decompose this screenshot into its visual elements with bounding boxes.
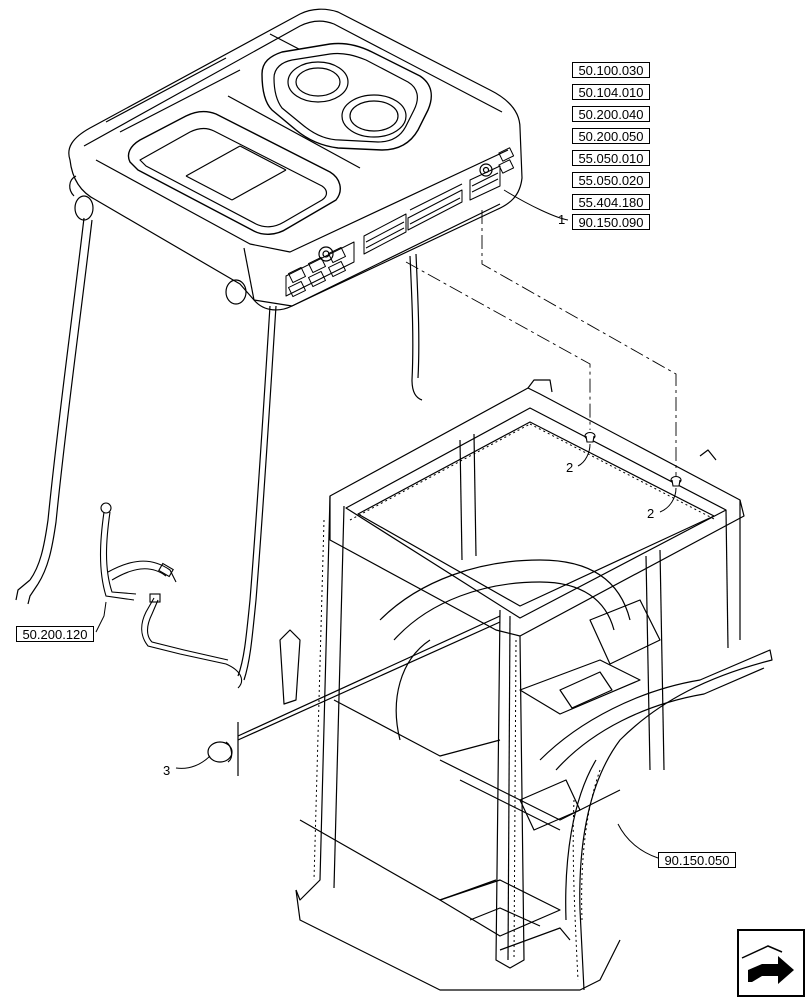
- ref-code-50-100-030[interactable]: 50.100.030: [572, 62, 650, 78]
- ref-code-harness[interactable]: 50.200.120: [16, 626, 94, 642]
- grommet-parts: [584, 431, 682, 487]
- ref-code-90-150-090[interactable]: 90.150.090: [572, 214, 650, 230]
- callout-item-2-left: 2: [566, 460, 574, 475]
- callout-item-1: 1: [558, 212, 566, 227]
- callout-leaders: [95, 189, 677, 859]
- ref-code-cab-frame[interactable]: 90.150.050: [658, 852, 736, 868]
- ref-code-55-050-020[interactable]: 55.050.020: [572, 172, 650, 188]
- harness-50-200-120: [99, 502, 243, 689]
- next-page-arrow-icon[interactable]: [737, 929, 805, 997]
- plug-part: [207, 615, 501, 776]
- ref-code-50-200-050[interactable]: 50.200.050: [572, 128, 650, 144]
- ref-code-50-200-040[interactable]: 50.200.040: [572, 106, 650, 122]
- cab-frame: [279, 379, 773, 991]
- ref-code-55-404-180[interactable]: 55.404.180: [572, 194, 650, 210]
- callout-item-2-right: 2: [647, 506, 655, 521]
- leader-lines: [405, 210, 677, 476]
- roof-assembly: [68, 8, 523, 311]
- ref-code-55-050-010[interactable]: 55.050.010: [572, 150, 650, 166]
- callout-item-3: 3: [163, 763, 171, 778]
- ref-code-50-104-010[interactable]: 50.104.010: [572, 84, 650, 100]
- roof-hoses: [15, 217, 423, 681]
